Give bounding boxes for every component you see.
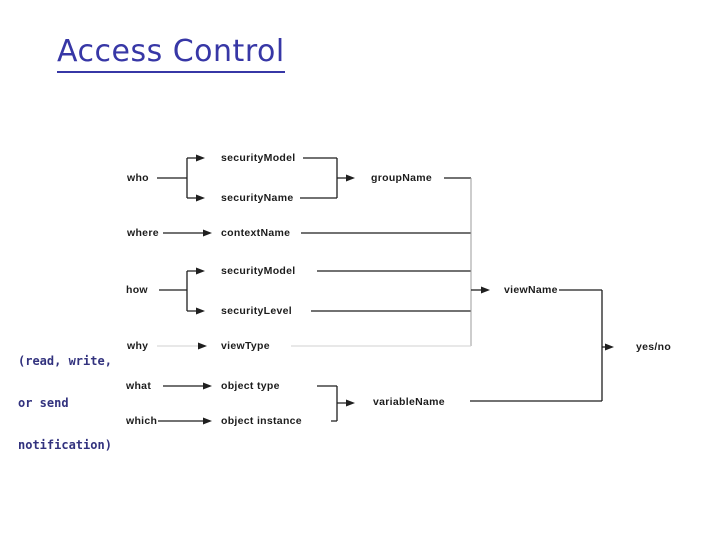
how-branch-lines xyxy=(159,270,197,312)
annotation-line-2: or send xyxy=(18,396,69,410)
node-group-name: groupName xyxy=(371,172,433,184)
node-view-type: viewType xyxy=(221,340,270,352)
arrowheads xyxy=(196,154,614,425)
node-object-instance: object instance xyxy=(221,415,302,427)
question-why: why xyxy=(127,340,149,352)
node-security-model-top: securityModel xyxy=(221,152,296,164)
question-how: how xyxy=(126,284,148,296)
node-security-level: securityLevel xyxy=(221,305,293,317)
who-merge-bracket xyxy=(300,157,347,199)
question-where: where xyxy=(127,227,159,239)
annotation-line-3: notification) xyxy=(18,438,112,452)
node-variable-name: variableName xyxy=(373,396,445,408)
question-which: which xyxy=(126,415,158,427)
node-object-type: object type xyxy=(221,380,280,392)
result-label: yes/no xyxy=(636,341,672,353)
result-merge-lines xyxy=(470,289,603,402)
node-context-name: contextName xyxy=(221,227,291,239)
node-security-name: securityName xyxy=(221,192,294,204)
question-who: who xyxy=(127,172,149,184)
access-mode-annotation: (read, write, or send notification) xyxy=(18,326,112,480)
node-view-name: viewName xyxy=(504,284,558,296)
question-what: what xyxy=(126,380,152,392)
page-title: Access Control xyxy=(57,34,285,73)
annotation-line-1: (read, write, xyxy=(18,354,112,368)
object-merge-bracket xyxy=(317,385,347,422)
who-branch-lines xyxy=(157,157,197,199)
node-security-model-mid: securityModel xyxy=(221,265,296,277)
